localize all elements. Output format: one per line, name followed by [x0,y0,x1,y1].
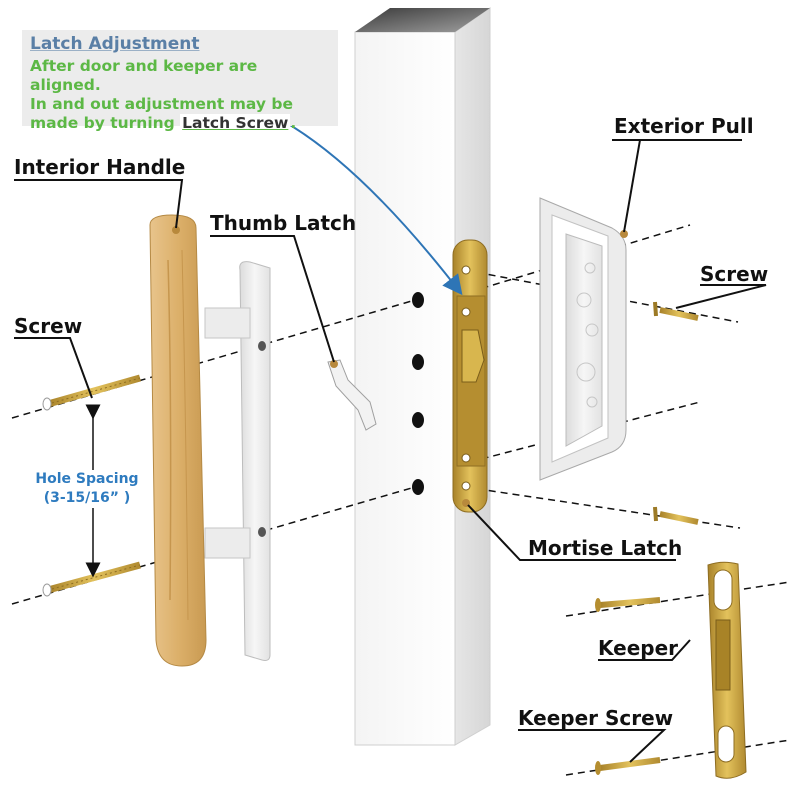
keeper-screw-bottom [595,757,661,775]
callout-line-2: In and out adjustment may be [30,95,293,113]
label-keeper: Keeper [598,636,679,660]
interior-screw-top [42,374,141,411]
post-hole-1 [412,292,424,308]
pull-pointer-dot [620,230,628,238]
interior-screw-bottom [42,561,141,597]
label-screw-left: Screw [14,314,83,338]
label-exterior-pull: Exterior Pull [614,114,754,138]
exterior-screw-top [653,301,699,321]
post-hole-2 [412,354,424,370]
interior-handle-base [204,261,271,661]
leader-lines [14,139,767,763]
mortise-latch [452,239,488,513]
leader-keeper [598,639,691,661]
label-interior-handle: Interior Handle [14,155,186,179]
post-hole-4 [412,479,424,495]
hole-spacing-title: Hole Spacing [35,471,139,487]
label-thumb-latch: Thumb Latch [210,211,357,235]
post-hole-3 [412,412,424,428]
hole-spacing-value: (3-15/16” ) [43,490,131,506]
callout-line-3: made by turning Latch Screw. [30,114,330,133]
callout-line-3-suffix: . [290,114,297,132]
latch-screw-highlight: Latch Screw [180,114,291,132]
exterior-pull [539,197,628,481]
hole-spacing-label: Hole Spacing (3-15/16” ) [22,470,152,508]
callout-line-1: After door and keeper are aligned. [30,57,258,94]
keeper-screw-top [595,597,661,612]
latch-adjustment-callout: Latch Adjustment After door and keeper a… [22,30,338,132]
callout-title: Latch Adjustment [30,34,200,54]
leader-screw-left [14,337,93,399]
leader-keeper-screw [518,729,667,763]
leader-mortise-latch [467,504,676,561]
label-mortise-latch: Mortise Latch [528,536,683,560]
door-post [354,7,491,746]
exterior-screw-bottom [653,506,699,525]
label-keeper-screw: Keeper Screw [518,706,674,730]
leader-screw-right [675,284,767,309]
handle-pointer-dot [172,226,180,234]
leader-interior-handle [14,179,184,229]
label-screw-right: Screw [700,262,769,286]
thumb-latch [327,359,412,431]
interior-handle [149,214,207,667]
keeper [707,561,747,779]
callout-line-3-prefix: made by turning [30,114,181,132]
callout-body: After door and keeper are aligned. In an… [30,57,330,133]
leader-thumb-latch [210,235,335,363]
